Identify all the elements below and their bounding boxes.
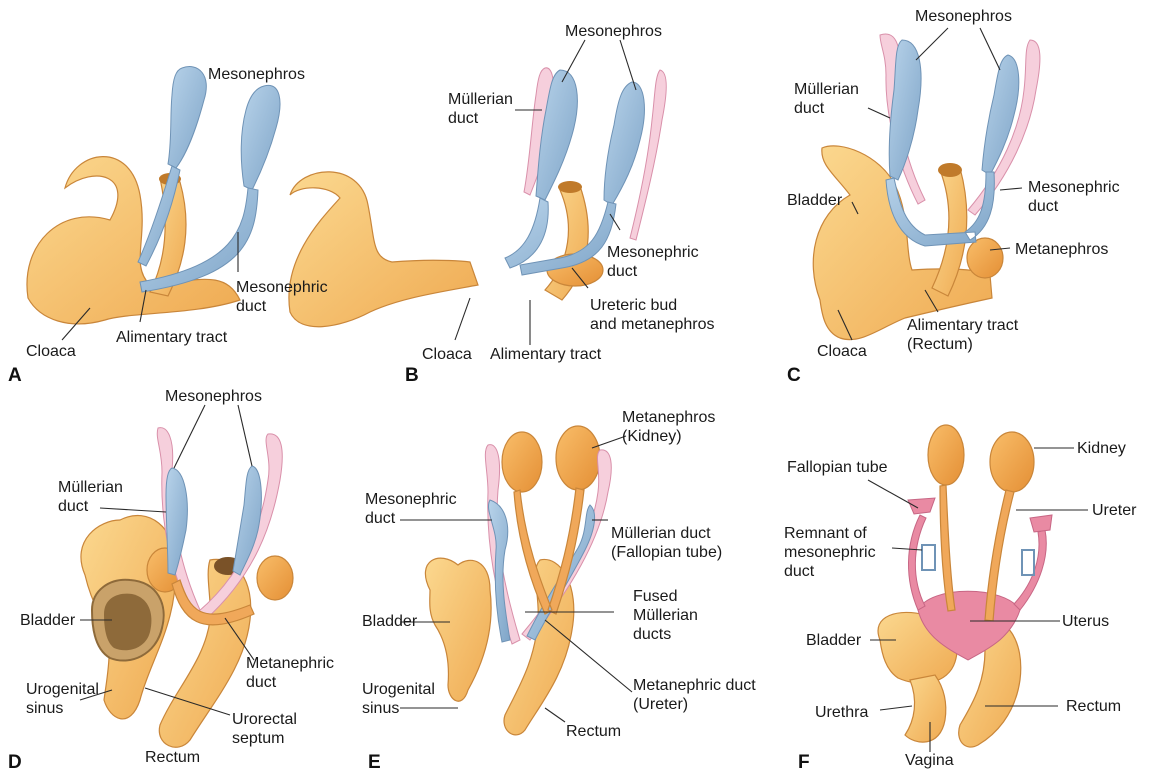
fimbria-left [908, 498, 935, 514]
metanephros-shape [967, 238, 1003, 278]
label-bladder: Bladder [362, 612, 417, 631]
label-uterus: Uterus [1062, 612, 1109, 631]
label-remnant-mesonephric-duct: Remnant of mesonephric duct [784, 524, 876, 581]
panel-a-letter: A [8, 365, 22, 387]
label-fused-mullerian-ducts: Fused Müllerian ducts [633, 587, 698, 644]
label-mesonephros: Mesonephros [565, 22, 662, 41]
label-ureter: Ureter [1092, 501, 1136, 520]
cloaca-shape [27, 157, 240, 324]
label-metanephric-duct: Metanephric duct (Ureter) [633, 676, 756, 714]
label-mullerian-duct: Müllerian duct [448, 90, 513, 128]
fallopian-tube-right [1014, 530, 1046, 610]
label-vagina: Vagina [905, 751, 954, 770]
fimbria-right [1030, 515, 1052, 532]
label-urethra: Urethra [815, 703, 868, 722]
label-mullerian-duct: Müllerian duct (Fallopian tube) [611, 524, 722, 562]
label-alimentary-tract: Alimentary tract [490, 345, 601, 364]
label-mesonephric-duct: Mesonephric duct [1028, 178, 1120, 216]
label-urorectal-septum: Urorectal septum [232, 710, 297, 748]
label-rectum: Rectum [566, 722, 621, 741]
urethra-vagina-shape [905, 675, 946, 742]
label-metanephros: Metanephros [1015, 240, 1108, 259]
label-fallopian-tube: Fallopian tube [787, 458, 888, 477]
label-mullerian-duct: Müllerian duct [794, 80, 859, 118]
mesonephros-right [604, 82, 644, 205]
panel-f-letter: F [798, 752, 810, 774]
label-metanephric-duct: Metanephric duct [246, 654, 334, 692]
label-mesonephros: Mesonephros [915, 7, 1012, 26]
label-urogenital-sinus: Urogenital sinus [26, 680, 99, 718]
panel-e-drawing [425, 426, 611, 735]
kidney-right [257, 556, 293, 600]
mesonephros-right [233, 466, 261, 575]
label-urogenital-sinus: Urogenital sinus [362, 680, 435, 718]
kidney-left [502, 432, 542, 492]
label-mesonephric-duct: Mesonephric duct [365, 490, 457, 528]
label-cloaca: Cloaca [817, 342, 867, 361]
label-ureteric-bud: Ureteric bud and metanephros [590, 296, 715, 334]
label-bladder: Bladder [787, 191, 842, 210]
label-cloaca: Cloaca [26, 342, 76, 361]
label-mesonephros: Mesonephros [165, 387, 262, 406]
panel-e-letter: E [368, 752, 381, 774]
mesonephric-duct-left [488, 500, 510, 642]
panel-d-drawing [81, 428, 293, 748]
label-mullerian-duct: Müllerian duct [58, 478, 123, 516]
ureter-left [940, 485, 955, 611]
kidney-right [990, 432, 1034, 492]
label-bladder: Bladder [20, 611, 75, 630]
label-metanephros: Metanephros (Kidney) [622, 408, 715, 446]
panel-c-letter: C [787, 365, 801, 387]
label-alimentary-tract: Alimentary tract (Rectum) [907, 316, 1018, 354]
label-bladder: Bladder [806, 631, 861, 650]
remnant-right [1022, 550, 1034, 575]
label-kidney: Kidney [1077, 439, 1126, 458]
label-rectum: Rectum [1066, 697, 1121, 716]
mesonephros-left [166, 468, 187, 575]
panel-f-drawing [878, 425, 1052, 747]
label-mesonephric-duct: Mesonephric duct [607, 243, 699, 281]
label-rectum: Rectum [145, 748, 200, 767]
mesonephros-right [241, 85, 280, 190]
bladder-shape [425, 558, 491, 701]
label-alimentary-tract: Alimentary tract [116, 328, 227, 347]
fallopian-tube-left [908, 515, 926, 610]
kidney-left [928, 425, 964, 485]
label-mesonephric-duct: Mesonephric duct [236, 278, 328, 316]
panel-d-letter: D [8, 752, 22, 774]
panel-b-letter: B [405, 365, 419, 387]
remnant-left [922, 545, 935, 570]
kidney-right [556, 426, 600, 490]
label-mesonephros: Mesonephros [208, 65, 305, 84]
label-cloaca: Cloaca [422, 345, 472, 364]
mesonephros-left [168, 67, 206, 168]
